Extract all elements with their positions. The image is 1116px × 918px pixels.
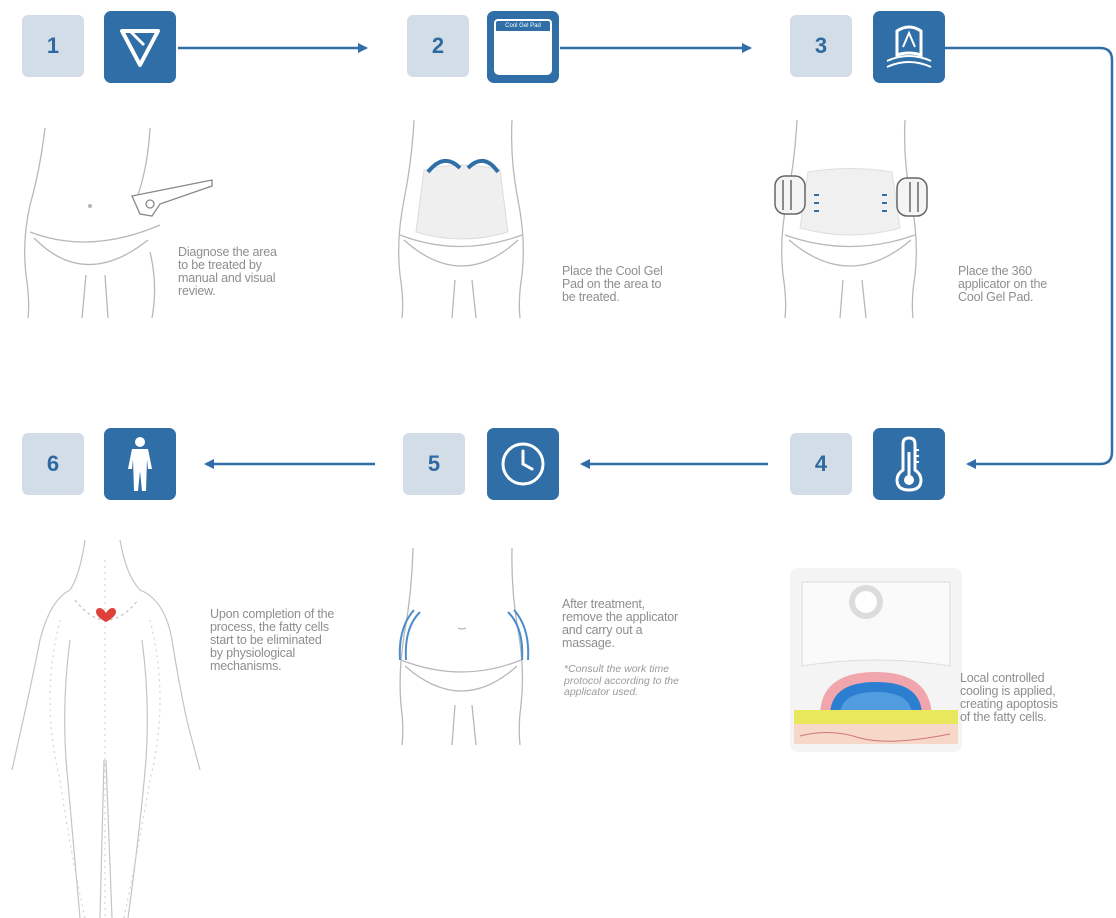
step-4-description: Local controlled cooling is applied, cre… [960, 672, 1110, 724]
heart-icon [96, 608, 116, 622]
arrow-3-to-4 [945, 48, 1112, 464]
step-number-4: 4 [790, 433, 852, 495]
step-number-5: 5 [403, 433, 465, 495]
step-5-note: *Consult the work time protocol accordin… [564, 664, 714, 699]
step-icon-1 [104, 11, 176, 83]
cooling-cross-section [790, 568, 962, 752]
step-2-description: Place the Cool Gel Pad on the area to be… [562, 265, 712, 304]
triangle-applicator-icon [116, 23, 164, 71]
thermometer-icon [889, 436, 929, 492]
full-body-illustration [12, 540, 200, 918]
step-icon-4 [873, 428, 945, 500]
step-number-2: 2 [407, 15, 469, 77]
caliper-illustration [132, 180, 212, 216]
step-number-1: 1 [22, 15, 84, 77]
step-6-description: Upon completion of the process, the fatt… [210, 608, 380, 673]
gel-pad-label: Cool Gel Pad [494, 19, 552, 33]
applicator-360-icon [883, 21, 935, 73]
gel-pad-shape [416, 165, 508, 239]
torso-illustration-5 [400, 548, 522, 745]
clock-icon [498, 439, 548, 489]
step-icon-6 [104, 428, 176, 500]
step-1-description: Diagnose the area to be treated by manua… [178, 246, 328, 298]
torso-illustration-1 [25, 128, 160, 318]
step-3-description: Place the 360 applicator on the Cool Gel… [958, 265, 1108, 304]
cool-gel-pad-icon: Cool Gel Pad [494, 19, 552, 75]
step-icon-2: Cool Gel Pad [487, 11, 559, 83]
human-body-icon [120, 435, 160, 493]
step-icon-3 [873, 11, 945, 83]
step-icon-5 [487, 428, 559, 500]
applicator-right [897, 178, 927, 216]
applicator-left [775, 176, 805, 214]
step-number-6: 6 [22, 433, 84, 495]
step-5-description: After treatment, remove the applicator a… [562, 598, 712, 650]
step-number-3: 3 [790, 15, 852, 77]
